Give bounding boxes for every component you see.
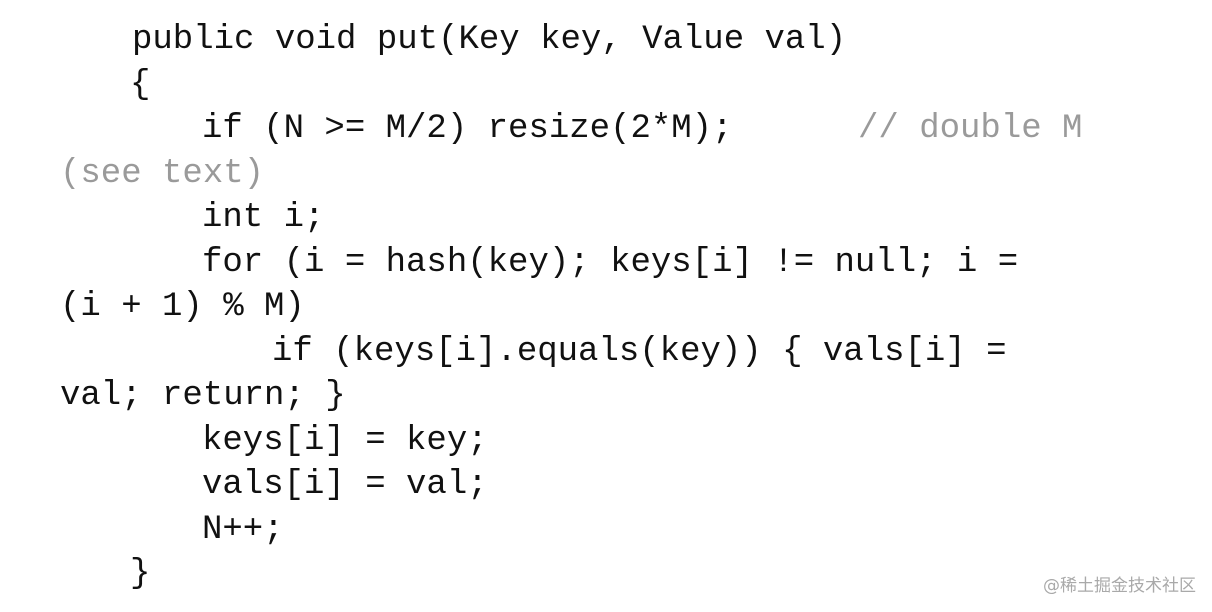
watermark: @稀土掘金技术社区 [1043, 576, 1196, 596]
code-line: (i + 1) % M) [60, 288, 305, 326]
code-line: keys[i] = key; [202, 422, 488, 460]
code-line: if (keys[i].equals(key)) { vals[i] = [272, 333, 1007, 371]
code-line: N++; [202, 511, 284, 549]
code-line: if (N >= M/2) resize(2*M); [202, 110, 733, 148]
code-comment: (see text) [60, 155, 265, 193]
code-comment: // double M [858, 110, 1083, 148]
code-line: vals[i] = val; [202, 466, 488, 504]
code-line: public void put(Key key, Value val) [132, 21, 847, 59]
code-line: int i; [202, 199, 325, 237]
code-line: { [130, 66, 151, 104]
code-line: val; return; } [60, 377, 346, 415]
code-line: } [130, 555, 151, 593]
code-line: for (i = hash(key); keys[i] != null; i = [202, 244, 1019, 282]
